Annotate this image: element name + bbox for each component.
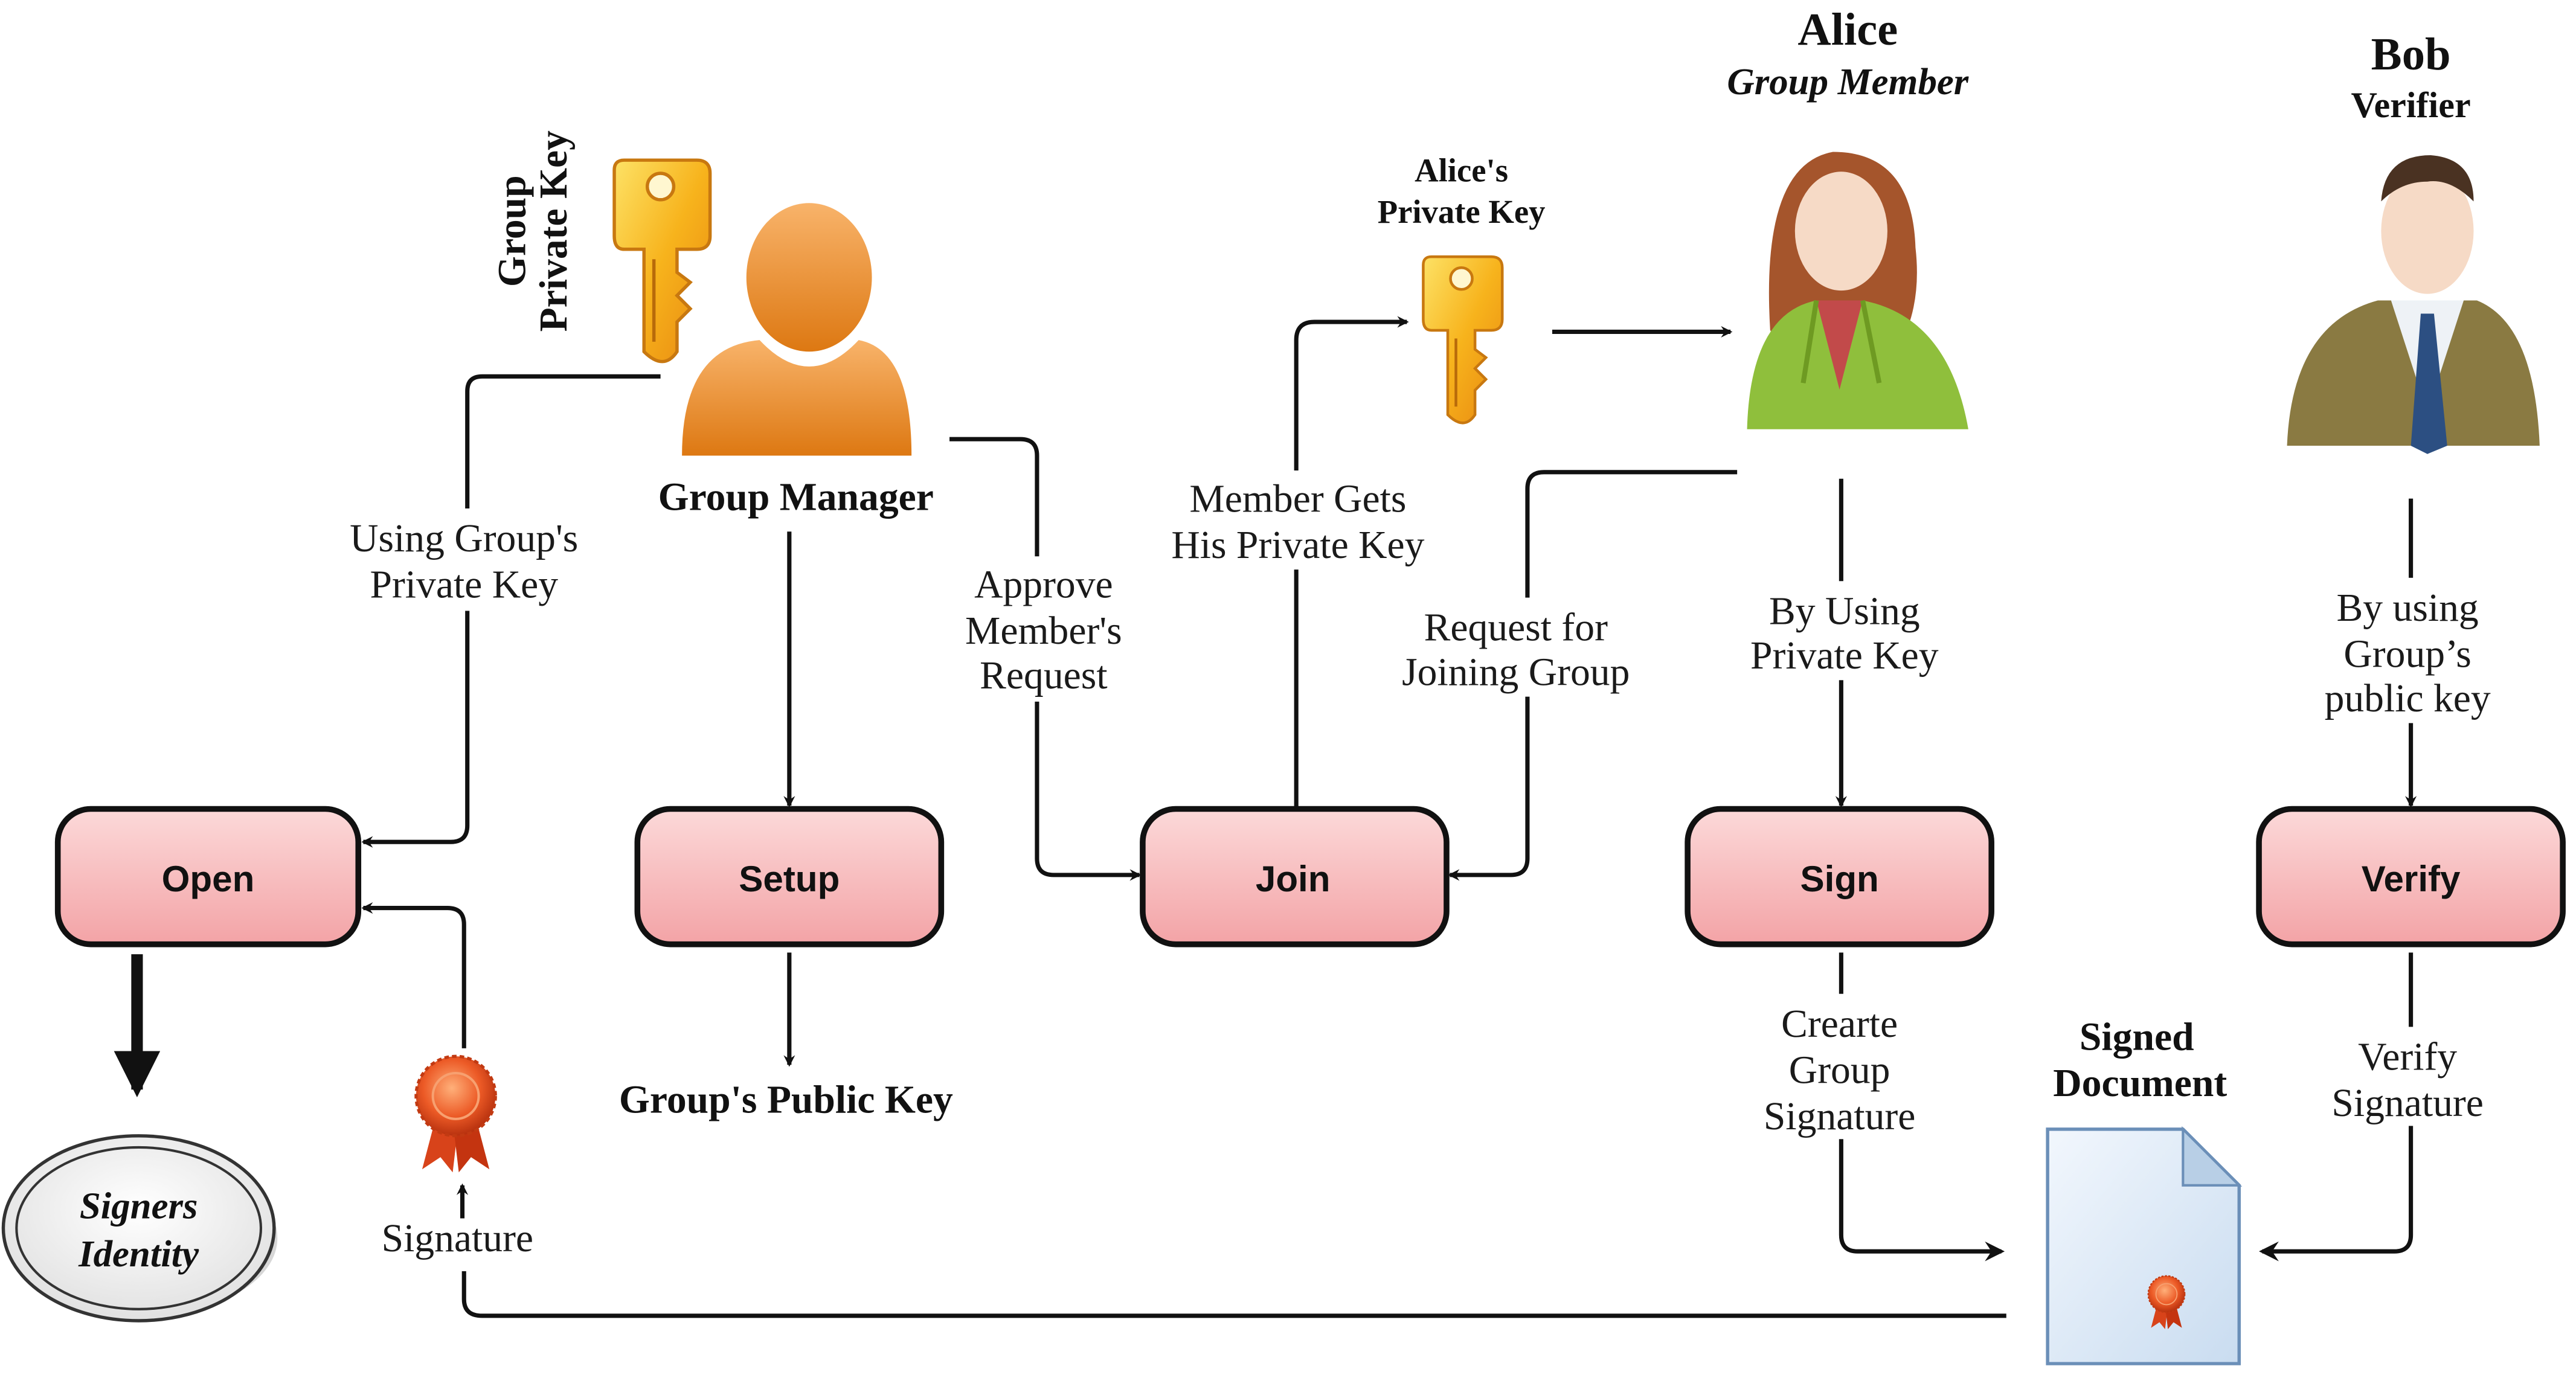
by-using-pub-label-line2: Group’s (2343, 632, 2471, 676)
verify-sig-label-line1: Verify (2358, 1035, 2457, 1079)
open-label: Open (162, 859, 255, 899)
member-gets-label-line1: Member Gets (1189, 477, 1406, 521)
edge-labels: Using Group's Private Key Approve Member… (323, 470, 2501, 1260)
edge-document-to-signature (461, 1271, 2006, 1318)
alice-key-label-line2: Private Key (1378, 193, 1546, 230)
by-using-pub-label-line1: By using (2337, 586, 2479, 630)
group-private-key-label-line2: Private Key (532, 130, 576, 332)
manager-label: Group Manager (658, 476, 934, 519)
edge-signature-to-open (361, 902, 466, 1048)
manager-person-icon (682, 203, 912, 456)
signed-doc-label-line2: Document (2053, 1062, 2227, 1105)
signers-label-line1: Signers (80, 1184, 198, 1227)
verify-label: Verify (2362, 859, 2461, 899)
bob: Bob Verifier (2287, 28, 2540, 454)
join-label: Join (1256, 859, 1331, 899)
create-sig-label-line3: Signature (1764, 1095, 1915, 1138)
alice-avatar-icon (1747, 152, 1968, 429)
member-gets-label-line2: His Private Key (1171, 524, 1424, 567)
group-private-key-icon (614, 160, 710, 362)
public-key-label: Group's Public Key (619, 1079, 953, 1122)
signed-document[interactable]: Signed Document (2046, 1016, 2243, 1365)
approve-label-line1: Approve (974, 563, 1113, 607)
document-icon (2046, 1126, 2243, 1365)
signers-identity: Signers Identity (1, 1134, 278, 1323)
operation-sign[interactable]: Sign (1685, 806, 1994, 948)
by-using-label-line1: By Using (1769, 589, 1920, 633)
outputs: Group's Public Key Signers Identity Sign… (1, 1016, 2243, 1365)
verify-sig-label-line2: Signature (2331, 1082, 2483, 1125)
operation-setup[interactable]: Setup (634, 806, 945, 948)
bob-avatar-icon (2287, 155, 2540, 454)
signed-doc-label-line1: Signed (2080, 1016, 2194, 1059)
bob-name: Bob (2371, 28, 2451, 80)
operation-join[interactable]: Join (1140, 806, 1450, 948)
alice-name: Alice (1797, 4, 1898, 55)
request-join-label-line1: Request for (1424, 606, 1608, 650)
operation-verify[interactable]: Verify (2256, 806, 2566, 948)
using-group-label-line2: Private Key (370, 563, 558, 607)
group-manager: Group Private Key Group Manager (490, 130, 934, 519)
signature-seal-icon (416, 1056, 496, 1172)
approve-label-line3: Request (980, 654, 1107, 698)
by-using-pub-label-line3: public key (2325, 677, 2491, 720)
signature-label: Signature (382, 1217, 533, 1260)
using-group-label-line1: Using Group's (350, 517, 578, 560)
sign-label: Sign (1800, 859, 1879, 899)
alice-key-label-line1: Alice's (1415, 152, 1508, 189)
create-sig-label-line1: Crearte (1781, 1002, 1898, 1046)
edge-verify-to-document (2259, 952, 2414, 1262)
create-sig-label-line2: Group (1789, 1048, 1890, 1092)
signers-label-line2: Identity (78, 1233, 199, 1275)
edge-join-to-alice-key (1294, 316, 1409, 809)
request-join-label-line2: Joining Group (1402, 650, 1630, 694)
operation-open[interactable]: Open (54, 806, 362, 948)
by-using-label-line2: Private Key (1750, 634, 1939, 678)
setup-label: Setup (739, 859, 840, 899)
alice: Alice Group Member Alice's Private Key (1378, 4, 1969, 429)
alice-private-key-icon (1423, 257, 1502, 423)
bob-role: Verifier (2351, 85, 2471, 126)
approve-label-line2: Member's (965, 609, 1122, 653)
group-private-key-label-line1: Group (490, 175, 534, 287)
edge-sign-to-document (1839, 952, 2005, 1262)
alice-role: Group Member (1727, 60, 1968, 103)
